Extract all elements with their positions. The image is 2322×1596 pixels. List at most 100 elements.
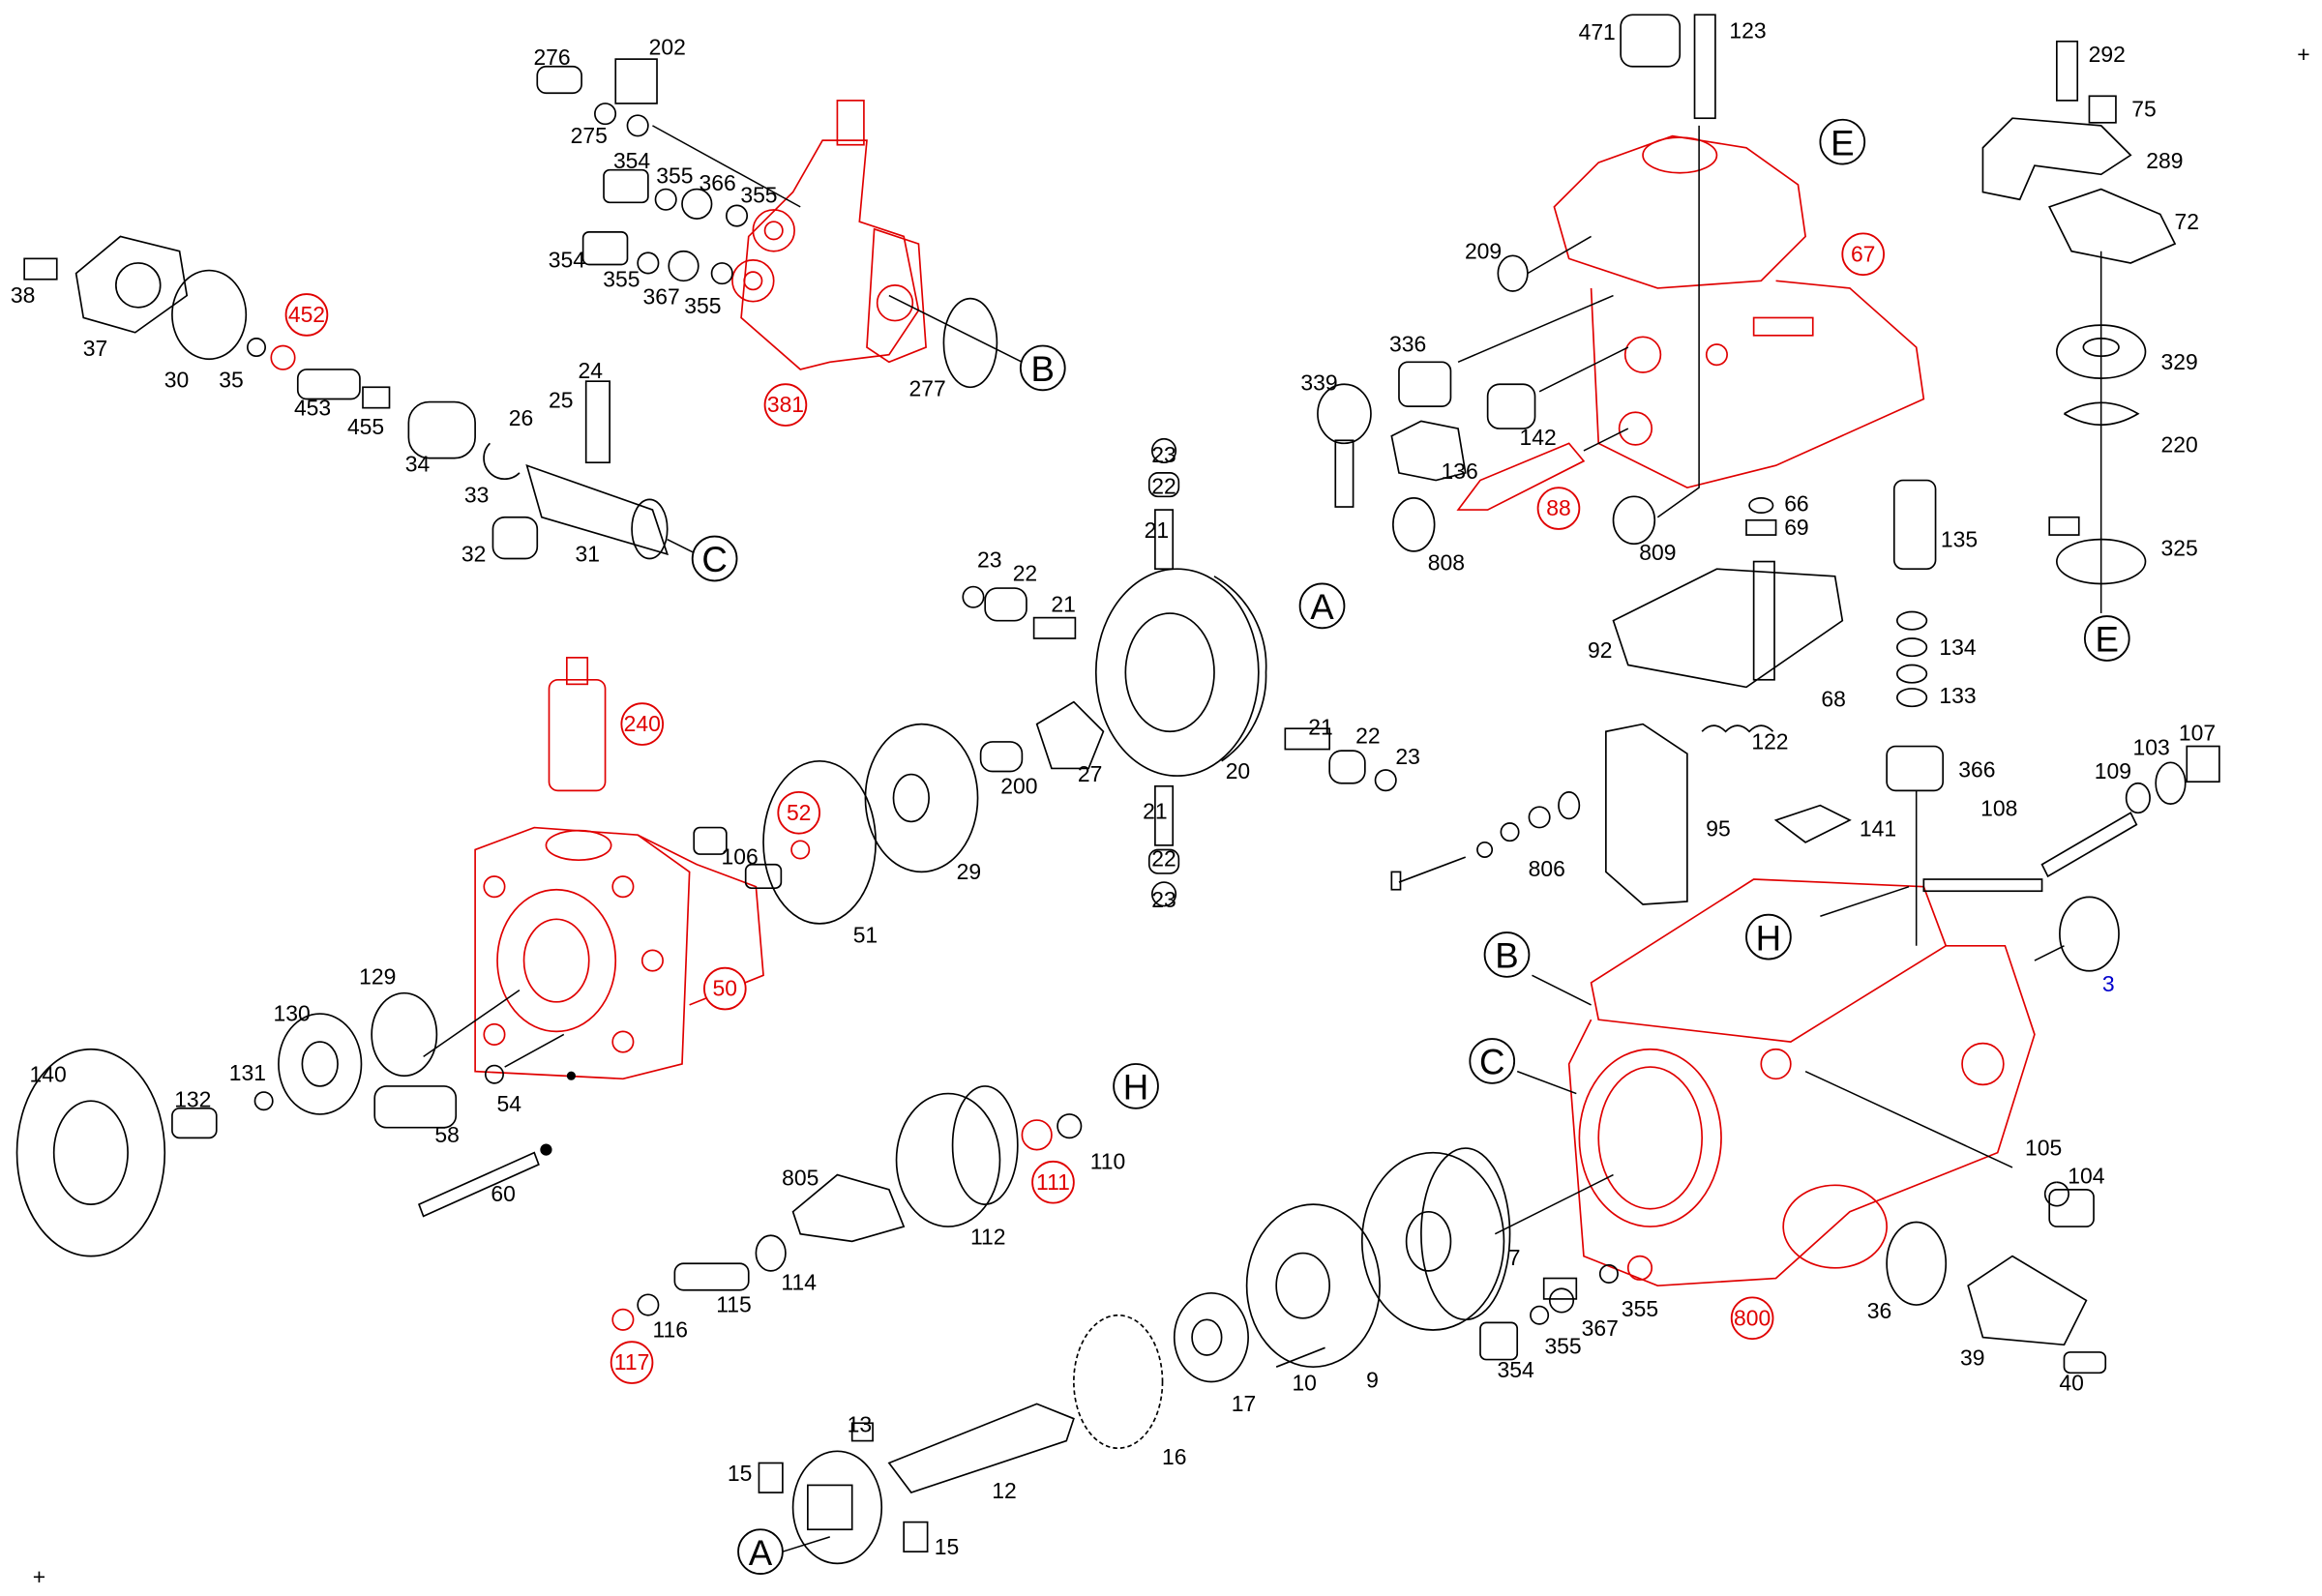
part-label: 23 — [977, 547, 1001, 573]
part-label: 142 — [1519, 425, 1556, 450]
part-label: 455 — [347, 414, 384, 439]
callout-circle — [1483, 931, 1531, 978]
part-label: 355 — [1544, 1333, 1581, 1358]
highlighted-part-label: 67 — [1851, 241, 1875, 266]
part-label: 34 — [405, 451, 431, 476]
part-label: 22 — [1151, 845, 1176, 871]
part-flange-37 — [23, 235, 698, 560]
part-label: 51 — [853, 923, 878, 948]
part-driveshaft-12 — [758, 1147, 1614, 1565]
part-label: 16 — [1162, 1444, 1186, 1469]
part-label: 15 — [728, 1461, 752, 1486]
part-governor-67 — [1317, 14, 1925, 552]
part-label: 39 — [1960, 1345, 1984, 1371]
callout-circle — [1113, 1063, 1159, 1109]
callout-letter-e: E — [1831, 123, 1854, 163]
highlight-circle — [1031, 1160, 1075, 1204]
part-label: 10 — [1292, 1371, 1316, 1396]
part-label: 25 — [549, 388, 573, 413]
part-label: 92 — [1588, 637, 1612, 663]
part-label: 21 — [1051, 591, 1075, 616]
part-label: 103 — [2133, 735, 2170, 760]
callout-letter-h: H — [1123, 1068, 1148, 1108]
highlight-circle — [620, 702, 665, 746]
callout-circle — [737, 1528, 784, 1575]
part-label: 367 — [643, 284, 680, 310]
callout-letter-c: C — [1479, 1043, 1504, 1082]
part-label: 95 — [1706, 816, 1730, 842]
highlighted-part-label: 111 — [1036, 1169, 1070, 1195]
part-label: 24 — [579, 358, 604, 383]
callout-circle — [1819, 118, 1866, 165]
part-timer-112 — [611, 1085, 1083, 1331]
part-label: 7 — [1508, 1245, 1521, 1270]
part-label: 355 — [603, 266, 640, 291]
part-housing-381 — [731, 100, 927, 370]
part-label: 805 — [782, 1165, 819, 1190]
part-label: 37 — [83, 336, 107, 361]
part-label: 72 — [2175, 209, 2199, 234]
part-label: 116 — [653, 1317, 689, 1343]
highlight-circle — [703, 966, 747, 1011]
part-label: 220 — [2161, 432, 2198, 458]
part-label: 26 — [509, 405, 533, 430]
highlight-circle — [763, 383, 808, 427]
note-label: 3 — [2102, 971, 2115, 996]
note-labels: 3 — [2102, 971, 2115, 996]
part-label: 110 — [1090, 1148, 1126, 1173]
part-label: 15 — [935, 1534, 959, 1559]
part-label: 58 — [434, 1122, 459, 1147]
highlighted-part-label: 88 — [1546, 495, 1570, 520]
part-label: 106 — [721, 844, 758, 870]
part-label: 38 — [11, 282, 35, 308]
part-label: 122 — [1751, 729, 1788, 754]
highlight-circle — [1730, 1296, 1774, 1341]
callout-circle — [1745, 913, 1792, 961]
part-label: 200 — [1000, 773, 1037, 798]
highlight-circle — [1841, 232, 1885, 277]
part-label: 22 — [1355, 723, 1380, 748]
part-label: 33 — [464, 482, 489, 507]
part-label: 130 — [274, 1001, 311, 1026]
part-label: 366 — [700, 170, 736, 195]
part-label: 22 — [1013, 560, 1037, 585]
callout-circle — [1469, 1038, 1516, 1084]
part-label: 23 — [1151, 442, 1176, 467]
part-head-50 — [15, 657, 783, 1257]
part-label: 30 — [164, 367, 189, 392]
part-label: 276 — [533, 44, 570, 70]
part-label: 31 — [575, 542, 599, 567]
part-label: 109 — [2095, 758, 2131, 783]
part-label: 355 — [684, 293, 721, 318]
part-label: 140 — [29, 1061, 66, 1086]
part-label: 13 — [848, 1411, 872, 1436]
part-label: 471 — [1579, 19, 1616, 44]
part-label: 23 — [1151, 887, 1176, 912]
part-label: 23 — [1395, 744, 1419, 769]
part-label: 21 — [1143, 798, 1167, 823]
registration-mark: + — [33, 1564, 45, 1589]
part-label: 329 — [2161, 349, 2198, 374]
part-label: 27 — [1078, 761, 1102, 786]
highlighted-part-label: 117 — [614, 1349, 650, 1374]
part-label: 292 — [2089, 42, 2126, 67]
part-label: 367 — [1582, 1315, 1619, 1341]
part-label: 115 — [716, 1292, 752, 1317]
part-label: 354 — [613, 148, 650, 173]
part-label: 32 — [461, 542, 486, 567]
part-label: 355 — [656, 163, 693, 188]
part-label: 21 — [1308, 714, 1332, 739]
part-label: 107 — [2179, 720, 2216, 745]
part-housing-800 — [1390, 479, 2220, 1374]
part-lever-stack — [1981, 40, 2177, 614]
part-label: 12 — [992, 1478, 1016, 1503]
highlight-circle — [610, 1341, 654, 1384]
part-label: 20 — [1226, 758, 1250, 783]
part-label: 453 — [294, 395, 331, 420]
part-label: 339 — [1300, 369, 1337, 395]
callout-letter-b: B — [1031, 349, 1055, 389]
